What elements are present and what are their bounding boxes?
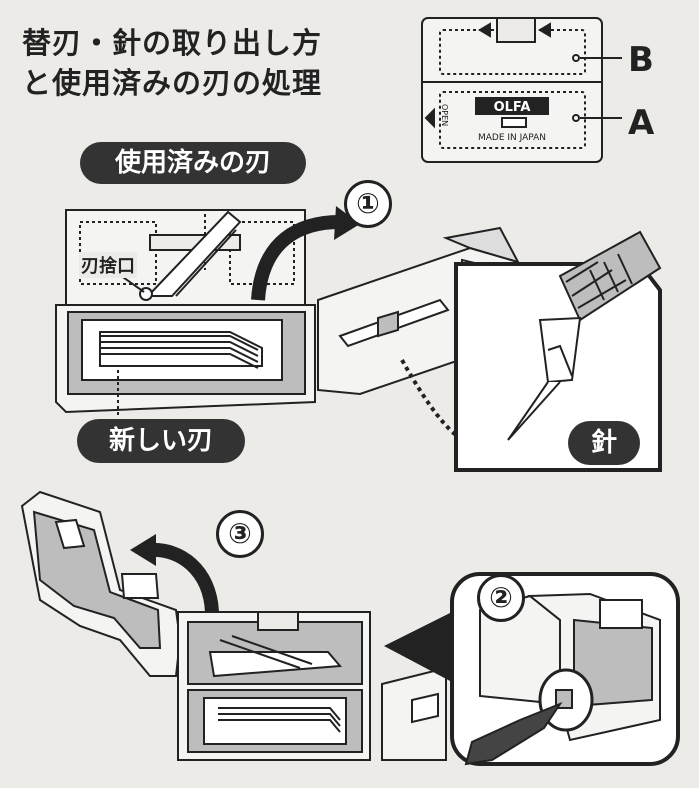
part-a-label: A [628,103,655,143]
made-in-text: MADE IN JAPAN [478,133,546,143]
step-2-marker: ② [477,574,525,622]
brand-logo-text: OLFA [494,100,531,115]
step1-arrow [251,215,341,301]
step2-closeup [464,592,661,766]
used-blade-label: 使用済みの刃 [80,142,306,184]
new-blade-label: 新しい刃 [77,419,245,463]
page-title-line-1: 替刃・針の取り出し方 [22,26,323,60]
needle-label: 針 [568,421,640,465]
step-1-marker: ① [344,180,392,228]
open-case-body [55,209,316,418]
step3-arrow [149,542,219,613]
blade-slot-label: 刃捨口 [79,252,137,278]
step-3-marker: ③ [216,510,264,558]
open-text: OPEN [440,104,449,126]
needle-closeup [507,230,662,441]
part-b-label: B [628,40,654,80]
closed-case-diagram [421,17,622,163]
page-title-line-2: と使用済みの刃の処理 [22,66,323,100]
opened-case-full [20,490,447,761]
